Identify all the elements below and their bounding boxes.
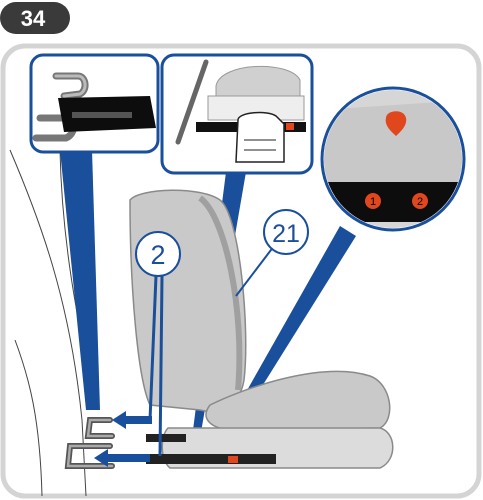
- inset-hand-release: [162, 55, 312, 173]
- seat-red-indicator: [228, 456, 238, 463]
- isofix-arm-callout: 2: [136, 232, 180, 276]
- step-number: 34: [21, 6, 46, 31]
- inset-isofix-connector: [31, 55, 158, 152]
- backrest-label: 21: [272, 220, 300, 248]
- backrest: [130, 190, 246, 411]
- indicator-2-label: 2: [417, 196, 423, 208]
- indicator-1-label: 1: [370, 196, 376, 208]
- isofix-arm-label: 2: [150, 240, 165, 270]
- step-badge: 34: [0, 2, 70, 34]
